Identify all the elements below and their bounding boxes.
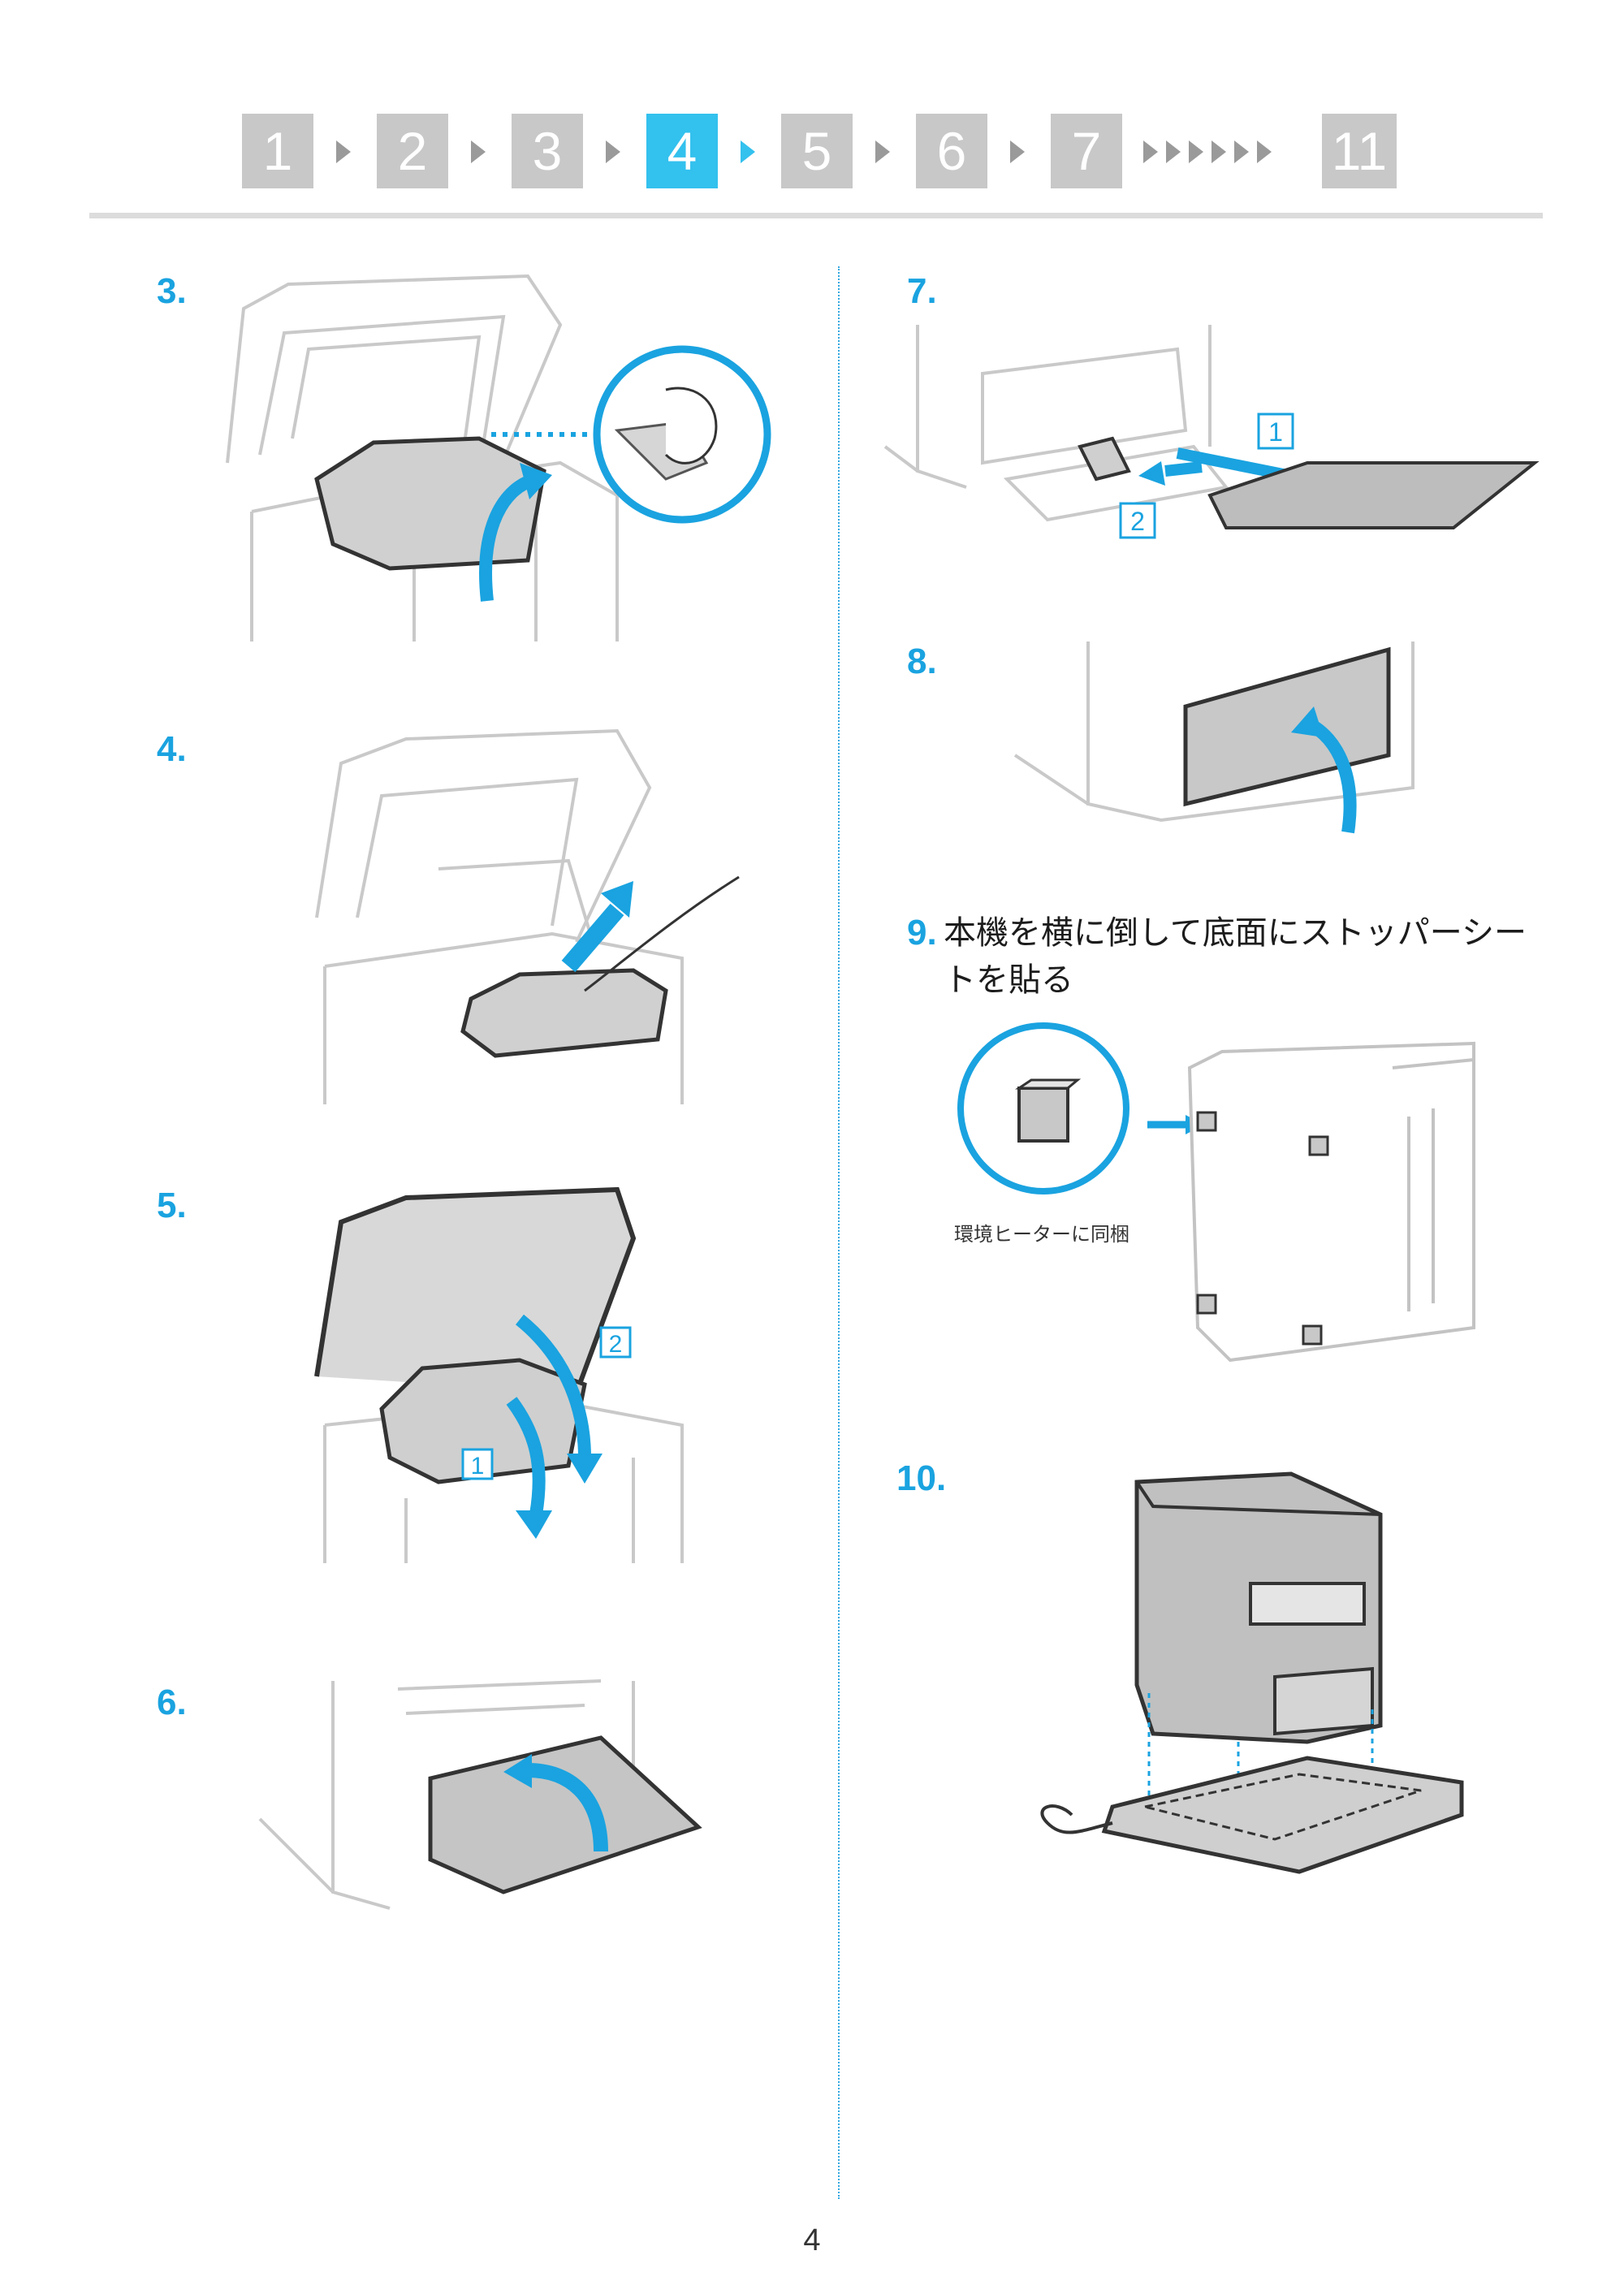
callout-box [1257,413,1294,450]
step-4-illustration [315,728,740,1104]
progress-arrow-icon [471,140,486,163]
step-10-number: 10. [896,1458,947,1498]
foot-marker [1302,1324,1323,1346]
step-5-illustration: 1 2 [314,1186,684,1563]
paper-guide [1078,436,1131,482]
column-divider [838,266,840,2199]
callout-box [461,1448,494,1480]
foot-marker [1196,1111,1217,1132]
progress-step-5: 5 [781,114,853,188]
progress-step-3: 3 [512,114,583,188]
progress-arrow-icon [1189,140,1203,163]
close-cover-arrow-icon [527,1763,608,1852]
progress-indicator: 1 2 3 4 5 6 7 11 [0,114,1624,188]
progress-step-1: 1 [242,114,313,188]
callout-2: 2 [609,1331,623,1358]
step-3-illustration [226,274,771,642]
toner-cartridge [460,968,668,1058]
control-panel [1249,1582,1366,1626]
step-9-illustration [957,1022,1475,1363]
step-6-number: 6. [157,1683,187,1722]
power-cord [1040,1804,1113,1834]
progress-arrow-icon [1166,140,1181,163]
rear-cover [1183,646,1391,807]
printer-on-side [1187,1041,1475,1363]
close-arrow-icon [515,1314,591,1458]
step-7-illustration: 1 2 [883,325,1540,539]
step-4-number: 4. [157,729,187,769]
progress-step-2: 2 [377,114,448,188]
callout-1: 1 [471,1453,485,1480]
callout-box [1119,502,1156,539]
progress-step-6: 6 [916,114,987,188]
step-5-number: 5. [157,1186,187,1225]
step-9-instruction: 本機を横に倒して底面にストッパーシートを貼る [944,914,1527,999]
progress-arrow-icon [1010,140,1025,163]
step-6-illustration [258,1679,702,1910]
step-9-number: 9. [907,913,937,953]
progress-step-4-current: 4 [646,114,718,188]
header-divider [89,213,1543,218]
step-7-number: 7. [907,271,937,311]
page-number: 4 [803,2223,821,2257]
paper-cassette [1273,1666,1374,1736]
step-8-number: 8. [907,642,937,681]
step-8-illustration [1013,642,1415,834]
progress-arrow-icon [336,140,351,163]
callout-1: 1 [1268,417,1283,447]
callout-box [599,1326,632,1359]
progress-arrow-icon [741,140,755,163]
progress-arrow-icon [1234,140,1249,163]
stopper-sheet-caption: 環境ヒーターに同梱 [954,1223,1129,1246]
callout-2: 2 [1130,507,1145,536]
progress-step-11: 11 [1322,114,1397,188]
progress-arrow-icon [1257,140,1272,163]
environment-heater [1101,1756,1464,1874]
stopper-sheet-icon [1015,1078,1082,1143]
hand-icon [584,875,740,992]
progress-arrow-icon [875,140,890,163]
hand-icon [664,387,718,464]
progress-arrow-icon [1143,140,1158,163]
progress-step-7: 7 [1051,114,1122,188]
scanner-lid [314,1186,637,1394]
step-3-number: 3. [157,271,187,311]
push-guide-arrow-icon [1164,461,1203,477]
foot-marker [1308,1135,1329,1156]
insert-arrow-icon [506,1397,546,1516]
progress-arrow-icon [606,140,620,163]
progress-arrow-icon [1212,140,1226,163]
lift-arrow-icon [479,473,538,602]
front-cover [428,1735,702,1894]
step-10-illustration [1040,1471,1464,1874]
foot-marker [1196,1294,1217,1315]
pull-out-arrow-icon [561,903,624,973]
paper-stack [1207,461,1540,529]
